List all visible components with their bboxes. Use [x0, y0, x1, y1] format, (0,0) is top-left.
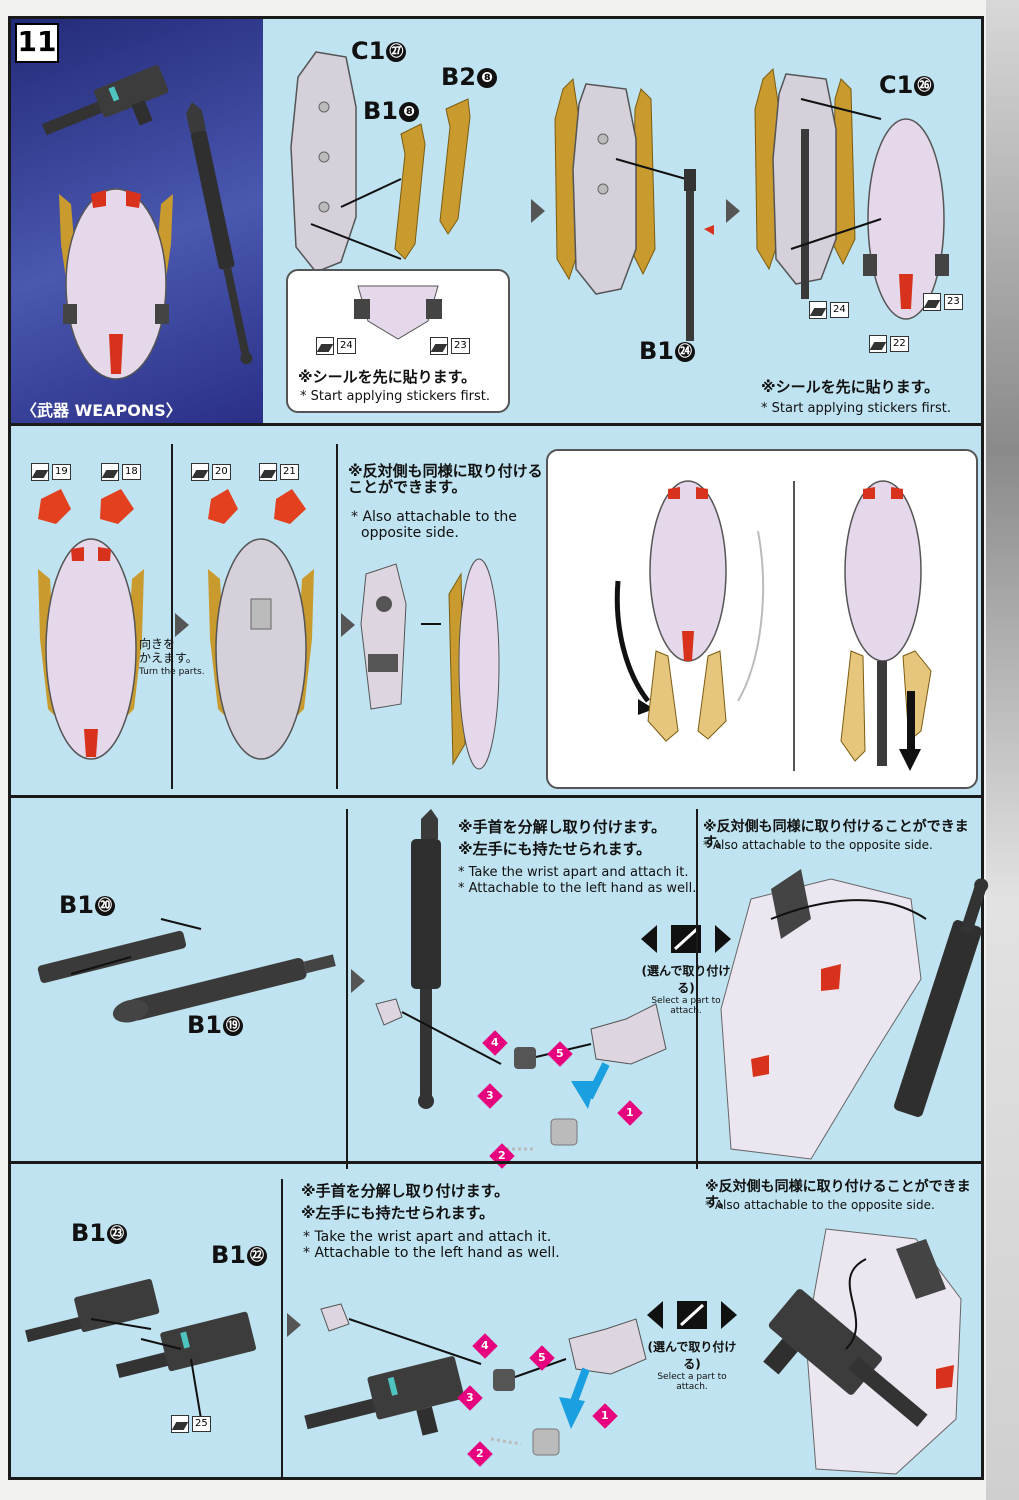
sticker-icon	[191, 463, 209, 481]
wrist-note-jp: ※手首を分解し取り付けます。 ※左手にも持たせられます。	[458, 818, 667, 858]
sticker-callout: 24 23 ※シールを先に貼ります。 * Start applying stic…	[286, 269, 510, 413]
rifle-halves-b1	[25, 1278, 257, 1420]
sticker-18: 18	[101, 463, 141, 481]
rifle-illustration	[41, 65, 169, 136]
sticker-icon	[259, 463, 277, 481]
shield-front-cover	[863, 118, 949, 320]
shield-back-red-stickers	[208, 489, 314, 760]
shield-back-frame	[290, 51, 357, 273]
grip-rod-b1-24	[615, 158, 714, 341]
shield-folded-view	[614, 480, 765, 742]
shield-illustration	[59, 188, 173, 380]
panel-separator	[336, 444, 338, 789]
callout-divider	[793, 481, 795, 771]
step-arrow-icon	[341, 613, 355, 637]
sticker-23-b: 23	[923, 293, 963, 311]
note-stickers-first-en: * Start applying stickers first.	[300, 389, 491, 404]
shield-deployed-view	[840, 480, 932, 771]
rifle-with-hand	[304, 1303, 647, 1456]
section-divider	[11, 423, 981, 426]
gold-arm-b1	[394, 123, 426, 260]
panel-separator	[281, 1179, 283, 1479]
double-arrow-icon	[647, 1301, 737, 1329]
sticker-25: 25	[171, 1415, 211, 1433]
opp-side-jp-2: ※反対側も同様に取り付けることができます。	[705, 1179, 971, 1211]
step-arrow-icon	[287, 1313, 301, 1337]
weapons-overview-panel: 11 〈武器 WEA	[11, 19, 263, 423]
step-number: 11	[15, 23, 59, 63]
mobile-suit-holding-rifle	[763, 1228, 962, 1475]
sticker-20: 20	[191, 463, 231, 481]
lance-halves-b1	[37, 918, 336, 1023]
opp-side-jp: ※反対側も同様に取り付けることができます。	[703, 819, 969, 851]
shield-deploy-callout	[546, 449, 978, 789]
sticker-24-b: 24	[809, 301, 849, 319]
sticker-icon	[809, 301, 827, 319]
sticker-19: 19	[31, 463, 71, 481]
sticker-icon	[316, 337, 334, 355]
opp-side-en: * Also attachable to the opposite side.	[703, 838, 933, 852]
weapons-label: 〈武器 WEAPONS〉	[21, 401, 182, 420]
step-arrow-icon	[726, 199, 740, 223]
opposite-side-note-jp: ※反対側も同様に取り付ける ことができます。	[348, 462, 543, 496]
sticker-icon	[869, 335, 887, 353]
sticker-22: 22	[869, 335, 909, 353]
adjacent-page-edge	[986, 0, 1019, 1500]
instruction-sheet: 11 〈武器 WEA	[8, 16, 989, 1480]
section-divider	[11, 795, 981, 798]
sticker-icon	[31, 463, 49, 481]
sticker-24: 24	[316, 337, 356, 355]
shield-frame-rod	[754, 67, 856, 299]
sticker-icon	[923, 293, 941, 311]
assembly-arrows-a	[310, 178, 402, 260]
panel-separator	[171, 444, 173, 789]
mobile-suit-holding-lance	[720, 869, 989, 1160]
step-arrow-icon	[351, 969, 365, 993]
select-part-indicator-2: (選んで取り付ける) Select a part to attach.	[647, 1295, 737, 1392]
sticker-21: 21	[259, 463, 299, 481]
shield-tip-detail	[354, 285, 442, 340]
note-stickers-first-en-2: * Start applying stickers first.	[761, 401, 952, 416]
sticker-icon	[171, 1415, 189, 1433]
gold-arm-b2	[439, 98, 471, 235]
panel-separator	[696, 809, 698, 1169]
assembly-arrows-c	[790, 98, 882, 250]
opposite-side-note-en: * Also attachable to the opposite side.	[351, 509, 517, 541]
step-arrow-icon	[531, 199, 545, 223]
lance-with-hand	[375, 809, 667, 1151]
section-divider	[11, 1161, 981, 1164]
shield-side-attach	[421, 558, 500, 770]
panel-separator	[346, 809, 348, 1169]
sticker-icon	[430, 337, 448, 355]
wrist-note-jp-2: ※手首を分解し取り付けます。 ※左手にも持たせられます。	[301, 1182, 510, 1222]
note-stickers-first-jp: ※シールを先に貼ります。	[298, 368, 477, 386]
shield-red-stickers	[38, 489, 144, 760]
wrist-note-en-2: * Take the wrist apart and attach it. * …	[303, 1229, 560, 1261]
wrist-note-en: * Take the wrist apart and attach it. * …	[458, 865, 697, 896]
lance-illustration	[186, 102, 253, 365]
note-stickers-first-jp-2: ※シールを先に貼ります。	[761, 378, 940, 396]
sticker-icon	[101, 463, 119, 481]
forearm-illustration	[360, 563, 407, 710]
step-arrow-icon	[175, 613, 189, 637]
opp-side-en-2: * Also attachable to the opposite side.	[705, 1198, 935, 1212]
sticker-23: 23	[430, 337, 470, 355]
shield-frame-with-arms	[554, 77, 656, 295]
